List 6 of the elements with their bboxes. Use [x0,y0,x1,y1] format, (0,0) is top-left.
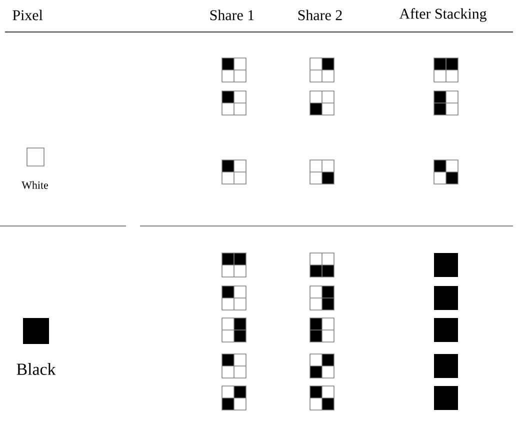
column-header: Share 2 [298,10,342,20]
column-header: Pixel [12,10,43,20]
column-header: Share 1 [210,10,254,20]
column-header: After Stacking [399,8,486,22]
pixel-label: White [22,181,48,189]
pixel-label: Black [16,363,56,375]
